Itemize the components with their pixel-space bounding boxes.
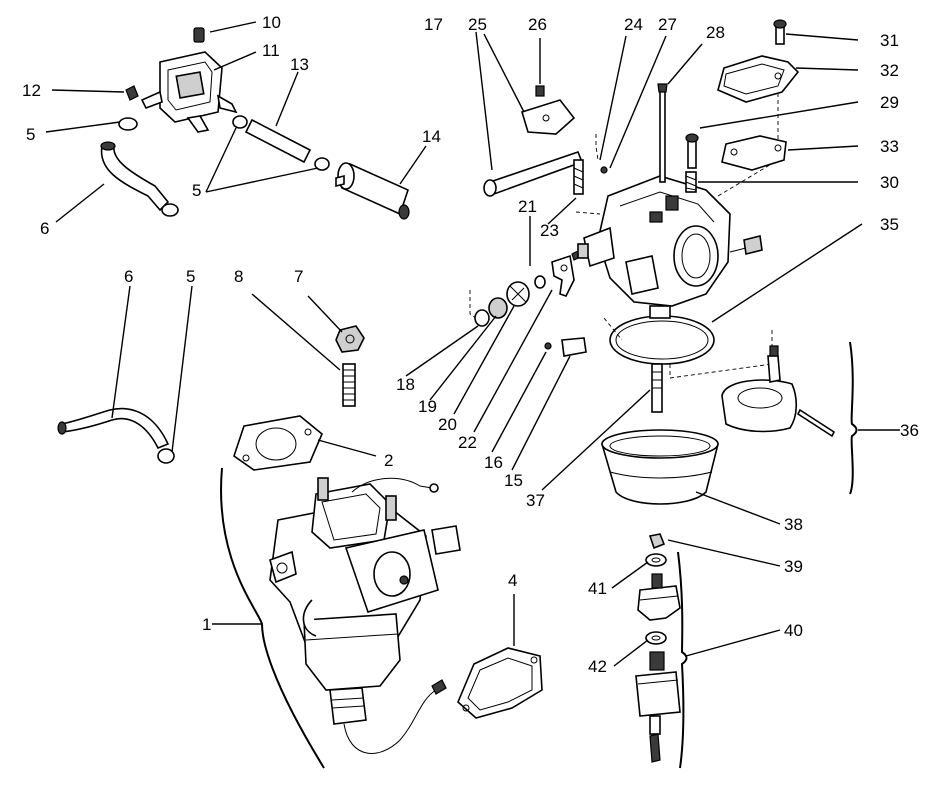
label-6-a: 6 xyxy=(40,219,49,238)
label-5-b: 5 xyxy=(192,181,201,200)
label-32: 32 xyxy=(880,61,899,80)
part-17-throttle-shaft xyxy=(488,150,584,196)
label-7: 7 xyxy=(294,267,303,286)
part-7-nut xyxy=(335,325,365,353)
label-29: 29 xyxy=(880,93,899,112)
pump-fitting-left xyxy=(140,90,163,110)
part-31-screw xyxy=(775,25,785,45)
label-5-c: 5 xyxy=(186,267,195,286)
part-5-clamp-c xyxy=(157,448,175,464)
label-41: 41 xyxy=(588,579,607,598)
label-8: 8 xyxy=(234,267,243,286)
callout-labels: 10 11 12 5 13 5 14 6 6 5 8 7 2 1 4 17 25… xyxy=(22,13,919,676)
part-1-carburetor-assembly xyxy=(269,477,461,754)
bracket-part-36 xyxy=(849,341,858,495)
fuel-pump-group xyxy=(100,27,410,220)
label-22: 22 xyxy=(458,433,477,452)
pump-fitting-bottom xyxy=(186,115,210,133)
label-6-b: 6 xyxy=(124,267,133,286)
part-18-seal xyxy=(474,309,490,327)
label-42: 42 xyxy=(588,657,607,676)
part-4-gasket xyxy=(457,647,543,719)
part-32-cover xyxy=(717,55,800,103)
pump-fitting-right xyxy=(216,94,238,114)
label-38: 38 xyxy=(784,515,803,534)
part-13-fuel-line xyxy=(244,118,312,164)
part-15-plate xyxy=(561,337,587,357)
float-bowl-parts xyxy=(603,305,836,438)
label-24: 24 xyxy=(624,15,643,34)
part-41-washer xyxy=(645,553,667,567)
fuel-solenoid-parts xyxy=(635,533,681,763)
label-2: 2 xyxy=(384,451,393,470)
label-33: 33 xyxy=(880,137,899,156)
part-42-washer xyxy=(645,631,667,645)
label-10: 10 xyxy=(262,13,281,32)
part-14-fuel-filter xyxy=(335,162,410,220)
part-6-hose-b xyxy=(61,407,170,450)
part-28-pin xyxy=(659,89,666,183)
loose-parts-mid-left xyxy=(57,325,365,464)
label-20: 20 xyxy=(438,415,457,434)
part-8-stud xyxy=(342,363,356,407)
part-38-float-bowl xyxy=(601,429,719,505)
part-6-hose-a xyxy=(100,145,170,212)
part-40-solenoid-body xyxy=(635,651,681,763)
part-35-bowl-gasket xyxy=(609,315,715,365)
label-14: 14 xyxy=(422,127,441,146)
part-20-spring xyxy=(506,281,530,307)
label-1: 1 xyxy=(202,615,211,634)
label-4: 4 xyxy=(508,571,517,590)
label-26: 26 xyxy=(528,15,547,34)
label-37: 37 xyxy=(526,491,545,510)
label-28: 28 xyxy=(706,23,725,42)
part-29-screw xyxy=(687,139,697,169)
part-36-pin xyxy=(796,408,836,438)
label-19: 19 xyxy=(418,397,437,416)
gaskets xyxy=(233,415,543,719)
label-21: 21 xyxy=(518,197,537,216)
label-5-a: 5 xyxy=(26,125,35,144)
carburetor-body xyxy=(575,72,779,307)
label-40: 40 xyxy=(784,621,803,640)
part-5-clamp-a xyxy=(118,117,138,131)
label-39: 39 xyxy=(784,557,803,576)
label-36: 36 xyxy=(900,421,919,440)
part-10-cap xyxy=(193,27,205,43)
label-25: 25 xyxy=(468,15,487,34)
bracket-part-40 xyxy=(677,551,688,769)
part-27-ball xyxy=(600,166,608,174)
label-35: 35 xyxy=(880,215,899,234)
part-40-solenoid-top xyxy=(637,585,681,621)
part-19-washer xyxy=(488,297,508,319)
part-25-throttle-lever xyxy=(521,99,576,135)
label-27: 27 xyxy=(658,15,677,34)
part-33-gasket xyxy=(721,135,787,171)
label-17: 17 xyxy=(424,15,443,34)
label-12: 12 xyxy=(22,81,41,100)
part-39-nut xyxy=(648,533,666,550)
label-31: 31 xyxy=(880,31,899,50)
part-12-screw xyxy=(125,85,139,101)
label-15: 15 xyxy=(504,471,523,490)
label-18: 18 xyxy=(396,375,415,394)
part-16-screw xyxy=(544,342,552,350)
label-13: 13 xyxy=(290,55,309,74)
covers xyxy=(717,19,800,171)
part-23-idle-screw xyxy=(573,159,584,195)
part-2-gasket xyxy=(233,415,323,471)
part-5-clamp-b xyxy=(161,203,179,217)
label-16: 16 xyxy=(484,453,503,472)
part-26-screw xyxy=(535,85,545,97)
label-11: 11 xyxy=(262,41,280,60)
label-23: 23 xyxy=(540,221,559,240)
part-22-choke-lever xyxy=(551,254,575,297)
leader-lines xyxy=(45,21,900,667)
part-21-washer xyxy=(534,275,546,289)
label-30: 30 xyxy=(880,173,899,192)
